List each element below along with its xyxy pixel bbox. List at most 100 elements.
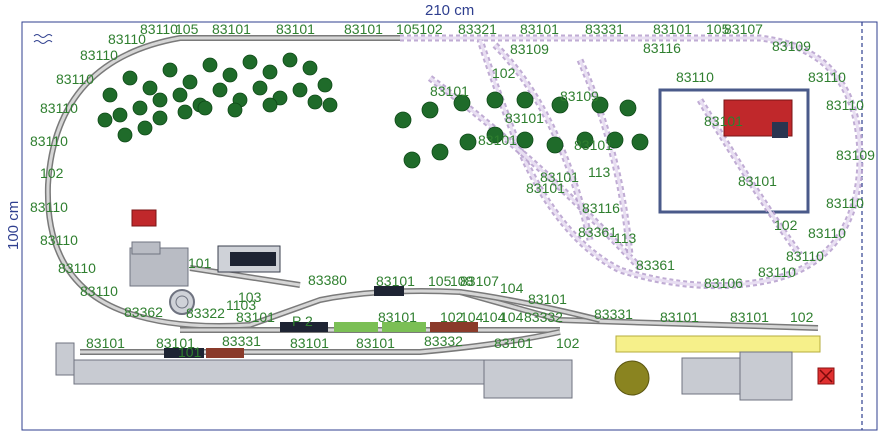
- track-part-label: 101: [178, 344, 202, 360]
- buffer-stop: [55, 342, 75, 376]
- turntable-center: [175, 295, 189, 309]
- track-part-label: 83101: [378, 309, 417, 325]
- wagon-dark-1: [374, 286, 404, 296]
- wagon-brown-2: [206, 348, 244, 358]
- track-part-label: 83101: [520, 21, 559, 37]
- track-part-label: 83101: [730, 309, 769, 325]
- track-part-label: 83331: [222, 333, 261, 349]
- track-part-label: 83110: [80, 283, 118, 299]
- warehouse-roof: [739, 351, 793, 401]
- trees-right: [394, 91, 649, 169]
- track-part-label: 102: [790, 309, 814, 325]
- track-part-label: 83110: [808, 225, 846, 241]
- track-part-label: 83322: [186, 305, 225, 321]
- track-part-label: 83110: [826, 97, 864, 113]
- tunnel-frame: [658, 88, 810, 214]
- track-part-label: 83109: [560, 88, 599, 104]
- track-part-label: 83101: [430, 83, 469, 99]
- track-part-label: 104: [500, 309, 524, 325]
- track-part-label: 105: [428, 273, 452, 289]
- track-part-label: 83101: [276, 21, 315, 37]
- track-part-label: 83110: [826, 195, 864, 211]
- track-part-label: 108: [450, 273, 474, 289]
- track-part-label: 83109: [772, 38, 811, 54]
- track-part-label: 83101: [236, 309, 275, 325]
- track-part-label: 83101: [156, 335, 195, 351]
- track-part-label: 83101: [574, 137, 613, 153]
- track-part-label: 113: [588, 164, 611, 180]
- track-part-label: 83116: [643, 40, 681, 56]
- track-part-label: 83101: [376, 273, 415, 289]
- track-part-label: 83109: [510, 41, 549, 57]
- track-part-label: 83101: [738, 173, 777, 189]
- track-part-label: 83110: [808, 69, 846, 85]
- track-part-label: 83110: [108, 31, 146, 47]
- locomotive: [280, 322, 328, 332]
- track-part-label: 113: [614, 230, 637, 246]
- track-part-label: 102: [774, 217, 798, 233]
- track-part-label: 101: [188, 255, 212, 271]
- track-part-label: 83331: [585, 21, 624, 37]
- engine-shed-annex: [131, 241, 161, 255]
- main-track: [44, 35, 819, 355]
- track-part-label: 83101: [653, 21, 692, 37]
- track-part-label: 83106: [704, 275, 743, 291]
- track-part-label: 83110: [758, 264, 796, 280]
- track-part-label: 83332: [424, 333, 463, 349]
- building-annex: [772, 122, 788, 138]
- wagon-green-1: [334, 322, 378, 332]
- track-part-label: 105: [706, 21, 730, 37]
- track-part-label: 83110: [676, 69, 714, 85]
- track-part-label: 104: [482, 309, 506, 325]
- track-part-label: 104: [500, 280, 524, 296]
- track-part-label: 83361: [578, 224, 617, 240]
- track-part-label: 83110: [58, 260, 96, 276]
- track-part-label: 102: [440, 309, 464, 325]
- track-part-label: 83101: [540, 169, 579, 185]
- red-marker-cross: [819, 369, 833, 383]
- track-part-label: 83101: [344, 21, 383, 37]
- track-part-label: 83101: [494, 335, 533, 351]
- track-part-label: 83110: [30, 199, 68, 215]
- coal-load: [230, 252, 276, 266]
- trees-left: [97, 52, 338, 143]
- track-part-label: 83109: [836, 147, 875, 163]
- small-red-building: [131, 209, 157, 227]
- turntable: [169, 289, 195, 315]
- track-part-label: 83110: [40, 232, 78, 248]
- track-part-label: P 2: [292, 313, 313, 329]
- track-part-label: 83101: [528, 291, 567, 307]
- track-part-label: 83101: [704, 113, 743, 129]
- track-part-label: 105102: [396, 21, 443, 37]
- track-part-label: 83107: [724, 21, 763, 37]
- water-icon: [33, 34, 53, 44]
- track-part-label: 83101: [505, 110, 544, 126]
- width-label: 210 cm: [425, 2, 474, 19]
- tank-tower: [614, 360, 650, 396]
- track-part-label: 1103: [226, 297, 256, 313]
- track-part-label: 83361: [636, 257, 675, 273]
- wagon-brown-1: [430, 322, 478, 332]
- track-part-label: 83101: [290, 335, 329, 351]
- track-part-label: 83321: [458, 21, 497, 37]
- track-part-label: 83110: [30, 133, 68, 149]
- track-part-label: 83110: [140, 21, 178, 37]
- track-part-label: 83101: [526, 180, 565, 196]
- track-part-label: 83107: [460, 273, 499, 289]
- station-building: [483, 359, 573, 399]
- track-part-label: 83362: [124, 304, 163, 320]
- track-part-label: 83331: [594, 306, 633, 322]
- track-part-label: 102: [556, 335, 580, 351]
- track-part-label: 83101: [660, 309, 699, 325]
- track-part-label: 83110: [40, 100, 78, 116]
- wagon-dark-2: [164, 348, 204, 358]
- track-part-label: 83110: [786, 248, 824, 264]
- track-part-label: 83101: [356, 335, 395, 351]
- track-part-label: 83380: [308, 272, 347, 288]
- height-label: 100 cm: [5, 201, 22, 250]
- track-part-label: 83110: [80, 47, 118, 63]
- track-part-label: 83101: [86, 335, 125, 351]
